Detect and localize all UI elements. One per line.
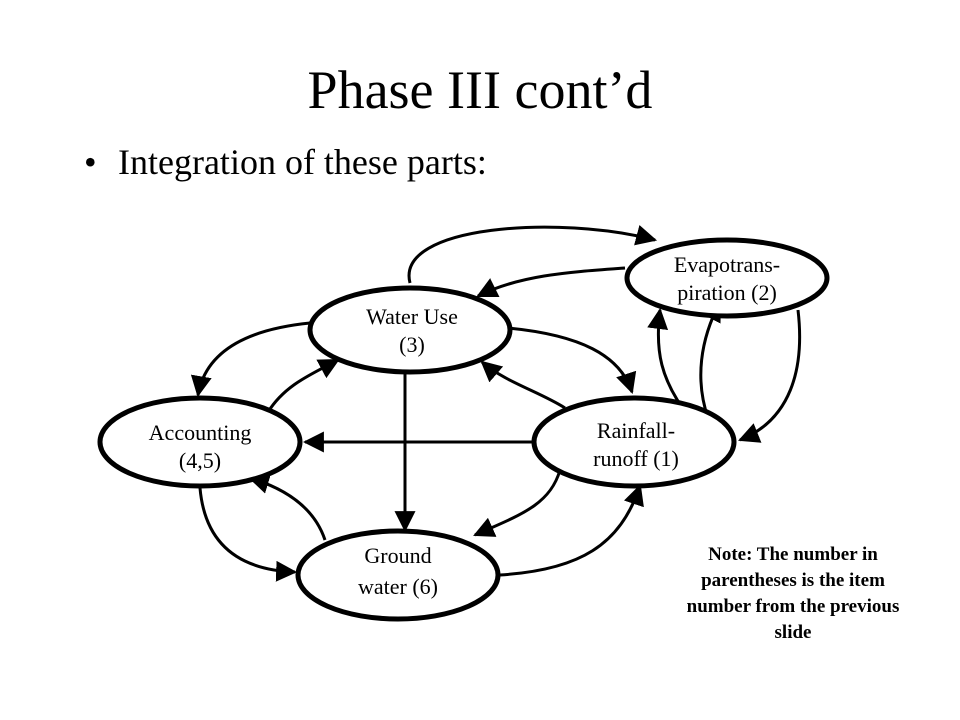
node-ground-water-line2: water (6) [358,574,438,599]
node-accounting-line2: (4,5) [179,448,221,473]
bullet-text: Integration of these parts: [118,142,487,182]
slide-title: Phase III cont’d [307,60,653,120]
node-accounting: Accounting (4,5) [97,395,303,489]
node-rainfall-runoff-line1: Rainfall- [597,418,675,443]
node-rainfall-runoff-line2: runoff (1) [593,446,679,471]
arrow-accounting-to-groundwater [198,487,298,582]
arrow-groundwater-to-rainfall [499,484,644,577]
arrow-wateruse-to-rainfall [507,326,637,394]
arrow-rainfall-to-evapotranspiration [699,300,722,419]
node-accounting-line1: Accounting [149,420,252,445]
node-evapotranspiration-line1: Evapotrans- [674,252,780,277]
arrow-evapotranspiration-to-rainfall [738,309,802,443]
arrow-wateruse-to-evapotranspiration [407,225,658,284]
arrow-accounting-to-wateruse [266,358,340,413]
node-water-use-line1: Water Use [366,304,458,329]
node-evapotranspiration: Evapotrans- piration (2) [624,237,830,319]
connector-arrows [190,225,802,582]
arrow-rainfall-to-wateruse [480,360,566,410]
node-ground-water-line1: Ground [364,543,431,568]
node-water-use: Water Use (3) [307,285,513,375]
footnote: Note: The number in parentheses is the i… [686,544,900,643]
arrow-evapotranspiration-to-wateruse [476,266,626,298]
bullet-item: • Integration of these parts: [84,140,487,184]
node-ground-water: Ground water (6) [295,528,501,622]
node-water-use-line2: (3) [399,332,425,357]
arrow-groundwater-to-accounting [247,473,327,541]
node-evapotranspiration-line2: piration (2) [677,280,777,305]
arrow-rainfall-to-groundwater [473,469,562,537]
node-rainfall-runoff: Rainfall- runoff (1) [531,395,737,489]
bullet-marker: • [84,142,97,182]
arrow-wateruse-to-accounting [190,321,311,398]
